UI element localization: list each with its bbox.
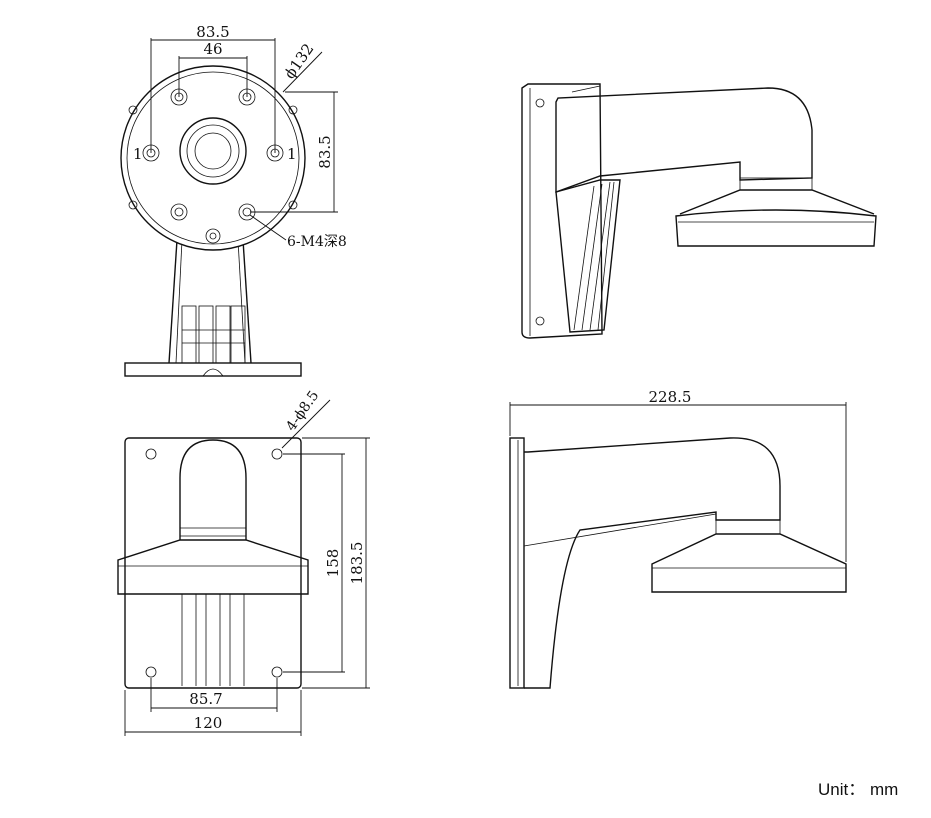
hole-mark-left: 1 xyxy=(133,145,143,163)
top-view: 1 1 83.5 46 ϕ132 83.5 6-M4深8 xyxy=(120,23,347,377)
dim-857: 85.7 xyxy=(189,690,222,708)
side-view: 228.5 xyxy=(509,388,847,689)
iso-arm-cap xyxy=(571,85,601,98)
side-dome xyxy=(651,533,847,593)
back-hole-tl xyxy=(145,448,157,460)
iso-rib-1 xyxy=(589,181,611,331)
iso-rib-4 xyxy=(597,181,615,331)
iso-dome-top xyxy=(679,189,875,215)
neck-left-edge xyxy=(168,239,178,364)
iso-dome-body xyxy=(675,209,877,247)
unit-label: Unit： mm xyxy=(818,780,898,799)
holes-leader xyxy=(281,399,331,449)
center-hole-inner xyxy=(194,132,232,170)
iso-view xyxy=(521,83,877,339)
back-hole-bl xyxy=(145,666,157,678)
iso-hole-bottom xyxy=(535,316,545,326)
hole-mark-right: 1 xyxy=(287,145,297,163)
round-base-outer xyxy=(120,65,306,251)
back-hole-tr xyxy=(271,448,283,460)
base-plate xyxy=(124,362,302,377)
center-hole-mid xyxy=(186,124,240,178)
back-view: 4-ϕ8.5 158 183.5 85.7 120 xyxy=(117,388,370,736)
diameter-leader xyxy=(282,51,323,93)
dim-1835: 183.5 xyxy=(348,542,366,585)
back-plate xyxy=(124,437,302,689)
iso-arm xyxy=(555,87,813,193)
back-hole-br xyxy=(271,666,283,678)
dim-diameter: ϕ132 xyxy=(281,40,318,82)
iso-rib-3 xyxy=(573,185,595,331)
iso-rib-2 xyxy=(581,183,603,331)
iso-hole-top xyxy=(535,98,545,108)
neck-right-edge xyxy=(242,239,252,364)
iso-brace xyxy=(555,179,621,333)
side-arm xyxy=(524,437,781,689)
dim-width-inner: 46 xyxy=(203,40,222,58)
dim-width-outer: 83.5 xyxy=(196,23,229,41)
cable-notch xyxy=(202,368,224,377)
round-base-inner xyxy=(126,71,300,245)
neck-inner-left xyxy=(175,239,183,364)
screw-note: 6-M4深8 xyxy=(287,234,347,250)
dim-120: 120 xyxy=(194,714,223,732)
rib-block xyxy=(181,305,246,364)
side-arm-lower xyxy=(523,513,717,547)
back-arm-top xyxy=(179,439,247,540)
dim-height: 83.5 xyxy=(316,135,334,168)
side-wall-plate xyxy=(509,437,525,689)
center-hole-outer xyxy=(179,117,247,185)
side-collar xyxy=(715,519,781,535)
screw-leader xyxy=(249,214,287,241)
iso-wall-plate xyxy=(521,83,603,339)
neck-inner-right xyxy=(237,239,246,364)
dim-2285: 228.5 xyxy=(649,388,692,406)
back-dome xyxy=(117,539,309,595)
dim-158: 158 xyxy=(324,549,342,578)
